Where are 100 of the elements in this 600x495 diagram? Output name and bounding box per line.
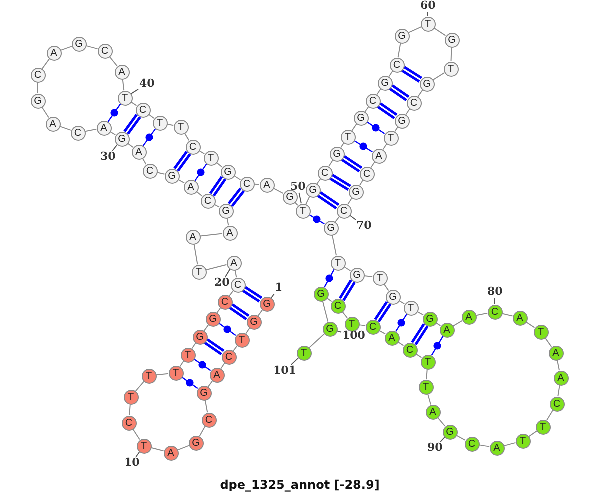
nucleotide-circle: T xyxy=(118,90,132,106)
nucleotide-circle: T xyxy=(296,204,310,218)
nucleotide-circle: A xyxy=(426,404,440,420)
base-pair-line xyxy=(400,66,424,84)
nucleotide-circle: T xyxy=(516,434,530,448)
backbone-line xyxy=(229,290,234,297)
leader-line xyxy=(112,144,118,152)
backbone-line xyxy=(370,162,376,168)
position-number: 30 xyxy=(100,151,116,163)
nucleotide-circle: C xyxy=(70,126,86,140)
nucleotide-circle: C xyxy=(98,44,112,58)
backbone-line xyxy=(364,106,370,112)
backbone-line xyxy=(382,144,388,150)
backbone-line xyxy=(192,342,196,350)
nucleotide-circle: C xyxy=(330,298,346,314)
nucleotide-circle: G xyxy=(30,94,46,108)
nucleotide-circle: A xyxy=(512,310,528,326)
nucleotide-circle: A xyxy=(490,440,504,456)
backbone-line xyxy=(109,56,118,67)
backbone-line xyxy=(199,426,206,437)
backbone-line xyxy=(328,160,334,168)
backbone-line xyxy=(394,126,398,132)
nucleotide-circle: T xyxy=(296,346,312,360)
backbone-line xyxy=(426,368,428,380)
nucleotide-circle: A xyxy=(226,256,242,270)
backbone-line xyxy=(130,102,138,106)
backbone-line xyxy=(456,435,466,441)
nucleotide-circle: T xyxy=(204,150,218,166)
backbone-line xyxy=(398,42,402,58)
nucleotide-circle: T xyxy=(330,256,346,270)
nucleotide-circle: C xyxy=(366,320,380,334)
base-pair-line xyxy=(374,300,392,324)
base-pair-line xyxy=(329,174,352,192)
backbone-line xyxy=(86,45,98,50)
backbone-line xyxy=(204,400,208,414)
backbone-line xyxy=(135,381,145,392)
backbone-line xyxy=(194,244,198,266)
nucleotide-circle: T xyxy=(536,420,550,434)
nucleotide-circle: A xyxy=(440,322,454,338)
base-pair-line xyxy=(228,187,246,208)
nucleotide-circle: G xyxy=(442,424,458,440)
backbone-line xyxy=(42,58,50,70)
nucleotide-circle: C xyxy=(122,416,136,430)
nucleotide-circle: C xyxy=(136,102,150,118)
nucleotide-circle: A xyxy=(96,120,112,136)
nucleotide-circle: G xyxy=(422,312,438,326)
nucleotide-circle: G xyxy=(354,110,368,126)
backbone-line xyxy=(437,417,446,427)
base-pair-line xyxy=(396,314,408,332)
nucleotide-circle: T xyxy=(168,366,184,380)
position-number: 1 xyxy=(275,282,283,294)
nucleotide-circle: C xyxy=(488,304,502,320)
backbone-line xyxy=(258,310,264,316)
base-pair-line xyxy=(338,279,356,302)
backbone-line xyxy=(416,354,422,358)
base-pair-line xyxy=(324,269,335,288)
backbone-line xyxy=(359,180,364,186)
nucleotide-circle: C xyxy=(406,96,422,110)
nucleotide-circle: G xyxy=(246,314,262,330)
backbone-line xyxy=(60,126,72,131)
backbone-line xyxy=(408,26,422,34)
nucleotide-circle: A xyxy=(462,310,476,324)
leader-line xyxy=(130,88,139,94)
backbone-line xyxy=(526,322,536,328)
nucleotide-circle: T xyxy=(180,348,196,362)
backbone-line xyxy=(200,233,224,237)
nucleotide-circle: G xyxy=(394,114,410,128)
nucleotide-circle: G xyxy=(164,168,180,184)
nucleotide-circle: G xyxy=(282,190,298,204)
backbone-line xyxy=(384,284,390,292)
base-pair-line xyxy=(218,322,236,336)
position-number: 100 xyxy=(342,330,366,342)
nucleotide-circle: T xyxy=(372,270,388,286)
nucleotide-circle: T xyxy=(174,120,188,134)
position-number: 10 xyxy=(124,457,140,469)
nucleotide-circle: A xyxy=(132,144,146,160)
nucleotide-circle: G xyxy=(324,220,338,236)
backbone-line xyxy=(129,404,131,416)
backbone-line xyxy=(220,362,226,370)
backbone-line xyxy=(254,184,260,186)
leader-line xyxy=(290,358,300,366)
nucleotide-circle: G xyxy=(330,146,344,162)
nucleotide-circle: C xyxy=(550,396,564,412)
nucleotide-circle: C xyxy=(230,278,246,292)
base-pair-line xyxy=(123,114,142,136)
base-pair-line xyxy=(182,376,198,390)
leader-line xyxy=(136,452,140,458)
backbone-line xyxy=(342,311,348,319)
base-pair-line xyxy=(209,176,227,198)
backbone-line xyxy=(309,334,325,348)
backbone-line xyxy=(348,198,352,206)
backbone-line xyxy=(352,124,358,132)
nucleotide-circle: G xyxy=(306,182,320,198)
backbone-line xyxy=(418,90,424,98)
backbone-line xyxy=(558,384,560,398)
nucleotide-circle: C xyxy=(318,166,332,180)
nucleotide-circle: A xyxy=(554,370,568,386)
backbone-line xyxy=(42,106,50,118)
base-pair-line xyxy=(228,303,250,321)
base-pair-line xyxy=(411,322,429,346)
